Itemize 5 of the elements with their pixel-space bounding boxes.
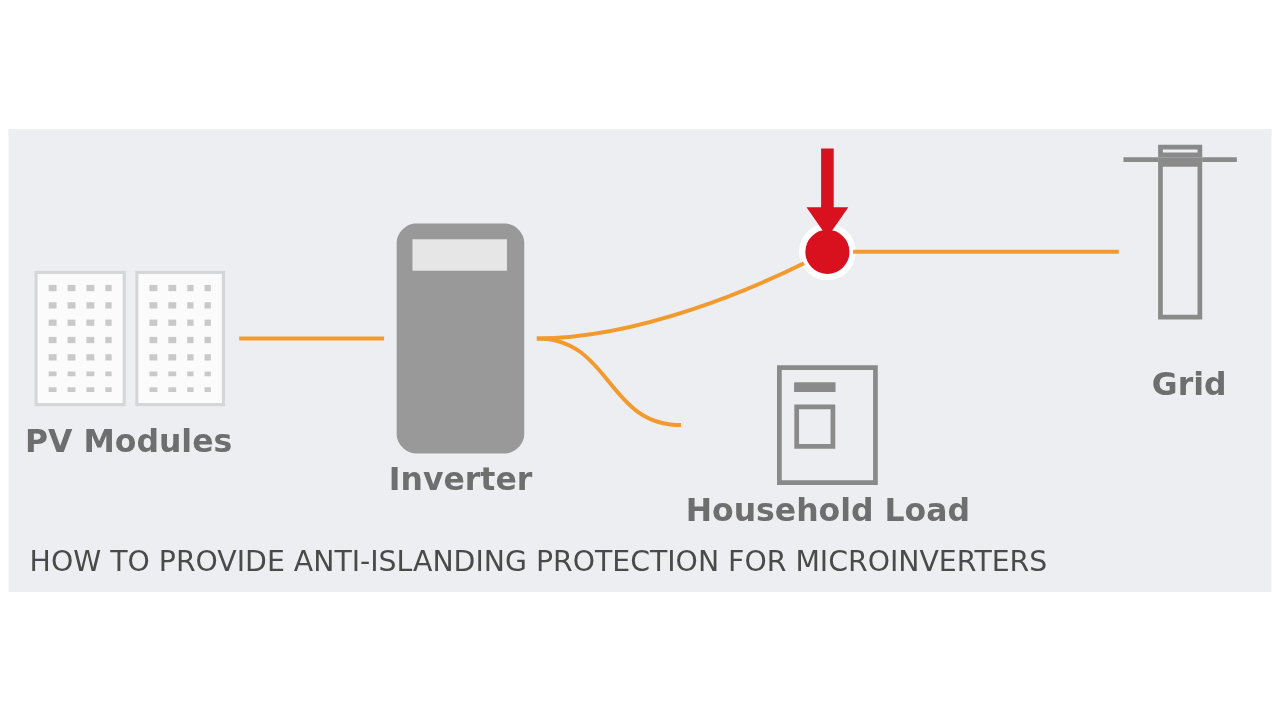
diagram-title: HOW TO PROVIDE ANTI-ISLANDING PROTECTION FOR MICROINVERTERS [29,544,1048,578]
node-label: Inverter [388,460,533,497]
node-label: Grid [1151,365,1227,402]
node-label: Household Load [685,491,970,528]
node-label: PV Modules [25,422,233,459]
